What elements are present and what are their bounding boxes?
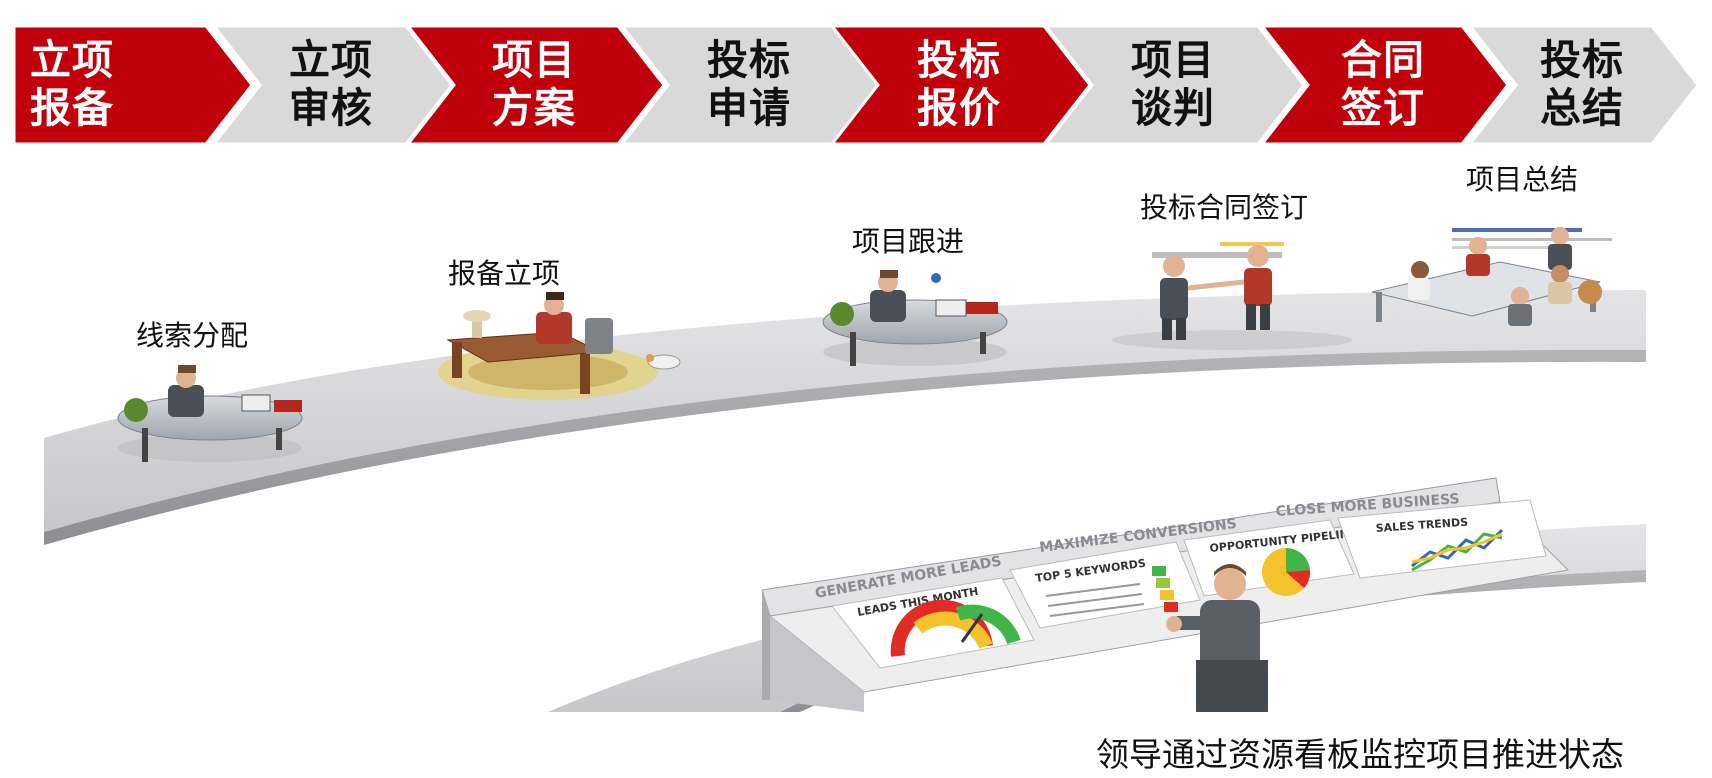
upper-road bbox=[44, 290, 1646, 545]
handshake-figures-bid-contract bbox=[1112, 242, 1352, 350]
process-step-label-2: 立项 审核 bbox=[289, 36, 373, 132]
process-step-label-8: 投标 总结 bbox=[1540, 36, 1624, 132]
process-step-label-3: 项目 方案 bbox=[492, 36, 576, 132]
stage-label-clue-assign: 线索分配 bbox=[136, 319, 249, 352]
process-step-8 bbox=[1466, 24, 1700, 146]
process-step-label-7: 合同 签订 bbox=[1341, 36, 1425, 132]
process-step-1 bbox=[12, 24, 254, 146]
process-step-label-4: 投标 申请 bbox=[707, 36, 791, 132]
process-chevron-bar bbox=[12, 24, 1700, 146]
panel-title-sales-trends: SALES TRENDS bbox=[1375, 516, 1468, 535]
process-step-3 bbox=[404, 24, 666, 146]
process-step-5 bbox=[828, 24, 1092, 146]
meeting-figures-project-summary bbox=[1371, 227, 1612, 326]
manager-figure bbox=[1166, 564, 1268, 712]
process-step-6 bbox=[1042, 24, 1306, 146]
process-step-7 bbox=[1258, 24, 1510, 146]
footer-caption: 领导通过资源看板监控项目推进状态 bbox=[1096, 735, 1624, 774]
desk-figure-clue-assign bbox=[117, 365, 303, 462]
process-step-label-6: 项目 谈判 bbox=[1131, 36, 1215, 132]
desk-figure-project-followup bbox=[822, 270, 1008, 366]
process-step-label-5: 投标 报价 bbox=[917, 36, 1001, 132]
process-step-label-1: 立项 报备 bbox=[30, 36, 114, 132]
dashboard-console: GENERATE MORE LEADS MAXIMIZE CONVERSIONS… bbox=[761, 477, 1570, 712]
stage-label-project-summary: 项目总结 bbox=[1466, 163, 1579, 196]
stage-label-project-followup: 项目跟进 bbox=[852, 225, 965, 258]
stage-label-report-project: 报备立项 bbox=[448, 257, 561, 290]
stage-label-bid-contract: 投标合同签订 bbox=[1140, 191, 1309, 224]
process-step-2 bbox=[210, 24, 454, 146]
desk-figure-report-project bbox=[438, 292, 681, 400]
